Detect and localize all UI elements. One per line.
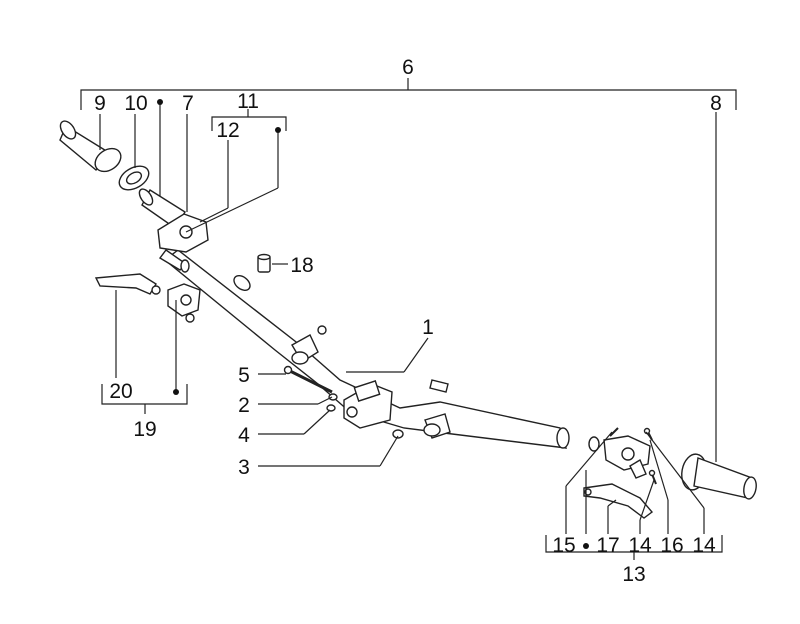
- screw-15: [609, 427, 619, 437]
- callout-18: 18: [290, 254, 313, 277]
- left-grip: [59, 120, 122, 173]
- center-clamp: [343, 380, 393, 429]
- bolt-5: [283, 365, 333, 394]
- callout-17: 17: [596, 534, 619, 557]
- left-lever-housing: [167, 283, 201, 323]
- callout-9: 9: [94, 92, 106, 115]
- nut-3: [392, 429, 404, 439]
- right-lever: [583, 483, 654, 519]
- dot-7: [157, 99, 163, 105]
- callout-14b: 14: [692, 534, 716, 557]
- leader-lines: [99, 103, 717, 534]
- bracket-19: [101, 384, 188, 414]
- callout-8: 8: [710, 92, 722, 115]
- bracket-11: [211, 109, 287, 131]
- screw-14: [648, 469, 657, 485]
- sleeve-18: [257, 253, 271, 273]
- callout-16: 16: [660, 534, 683, 557]
- callout-20: 20: [109, 380, 132, 403]
- callout-11: 11: [237, 90, 259, 113]
- callout-5: 5: [238, 364, 250, 387]
- callout-12: 12: [216, 119, 239, 142]
- callout-6: 6: [402, 56, 414, 79]
- callout-15: 15: [552, 534, 575, 557]
- callout-2: 2: [238, 394, 250, 417]
- right-housing: [588, 435, 651, 479]
- left-switch-housing: [157, 213, 209, 273]
- washer-4: [326, 404, 336, 412]
- washer-2: [328, 393, 338, 401]
- dot-11: [275, 127, 281, 133]
- callout-14a: 14: [628, 534, 652, 557]
- callout-7: 7: [182, 92, 194, 115]
- callout-3: 3: [238, 456, 250, 479]
- callout-19: 19: [133, 418, 156, 441]
- callout-13: 13: [622, 563, 645, 586]
- dot-13: [583, 543, 589, 549]
- callout-1: 1: [422, 316, 434, 339]
- bracket-13: [545, 535, 723, 560]
- callout-10: 10: [124, 92, 147, 115]
- callout-4: 4: [238, 424, 250, 447]
- right-grip: [681, 453, 757, 500]
- dot-19: [173, 389, 179, 395]
- left-lever: [94, 273, 161, 295]
- washer-10: [118, 165, 150, 191]
- bracket-6: [80, 78, 737, 110]
